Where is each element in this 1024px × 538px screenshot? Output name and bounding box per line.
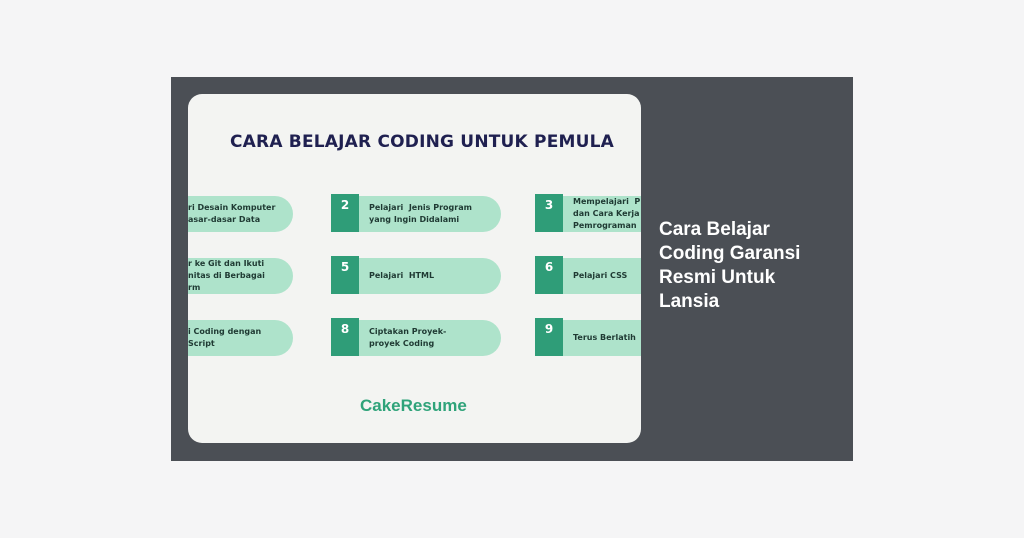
- article-card[interactable]: CARA BELAJAR CODING UNTUK PEMULA ri Desa…: [171, 77, 853, 461]
- step-number: 3: [535, 194, 563, 232]
- step-number: 2: [331, 194, 359, 232]
- step-text: r ke Git dan Ikuti nitas di Berbagai rm: [188, 259, 265, 292]
- cakeresume-logo: CakeResume: [360, 396, 467, 415]
- step-pill: [331, 196, 501, 232]
- step-pill: [188, 320, 293, 356]
- step-pill: [331, 320, 501, 356]
- step-number: 8: [331, 318, 359, 356]
- step-pill: [331, 258, 501, 294]
- step-text: ri Desain Komputer asar-dasar Data: [188, 203, 276, 224]
- step-text: Mempelajari P dan Cara Kerja Pemrograman: [573, 197, 641, 230]
- step-pill: [188, 196, 293, 232]
- step-text: i Coding dengan Script: [188, 327, 262, 348]
- step-number: 6: [535, 256, 563, 294]
- step-pill: [188, 258, 293, 294]
- step-text: Ciptakan Proyek- proyek Coding: [369, 327, 447, 348]
- infographic-title: CARA BELAJAR CODING UNTUK PEMULA: [230, 132, 615, 152]
- step-text: Pelajari CSS: [573, 271, 628, 280]
- step-text: Terus Berlatih: [573, 333, 636, 342]
- step-text: Pelajari Jenis Program yang Ingin Didala…: [369, 203, 472, 224]
- article-title[interactable]: Cara Belajar Coding Garansi Resmi Untuk …: [659, 219, 801, 312]
- step-number: 9: [535, 318, 563, 356]
- article-thumbnail[interactable]: CARA BELAJAR CODING UNTUK PEMULA ri Desa…: [188, 94, 641, 443]
- step-number: 5: [331, 256, 359, 294]
- step-text: Pelajari HTML: [369, 271, 435, 280]
